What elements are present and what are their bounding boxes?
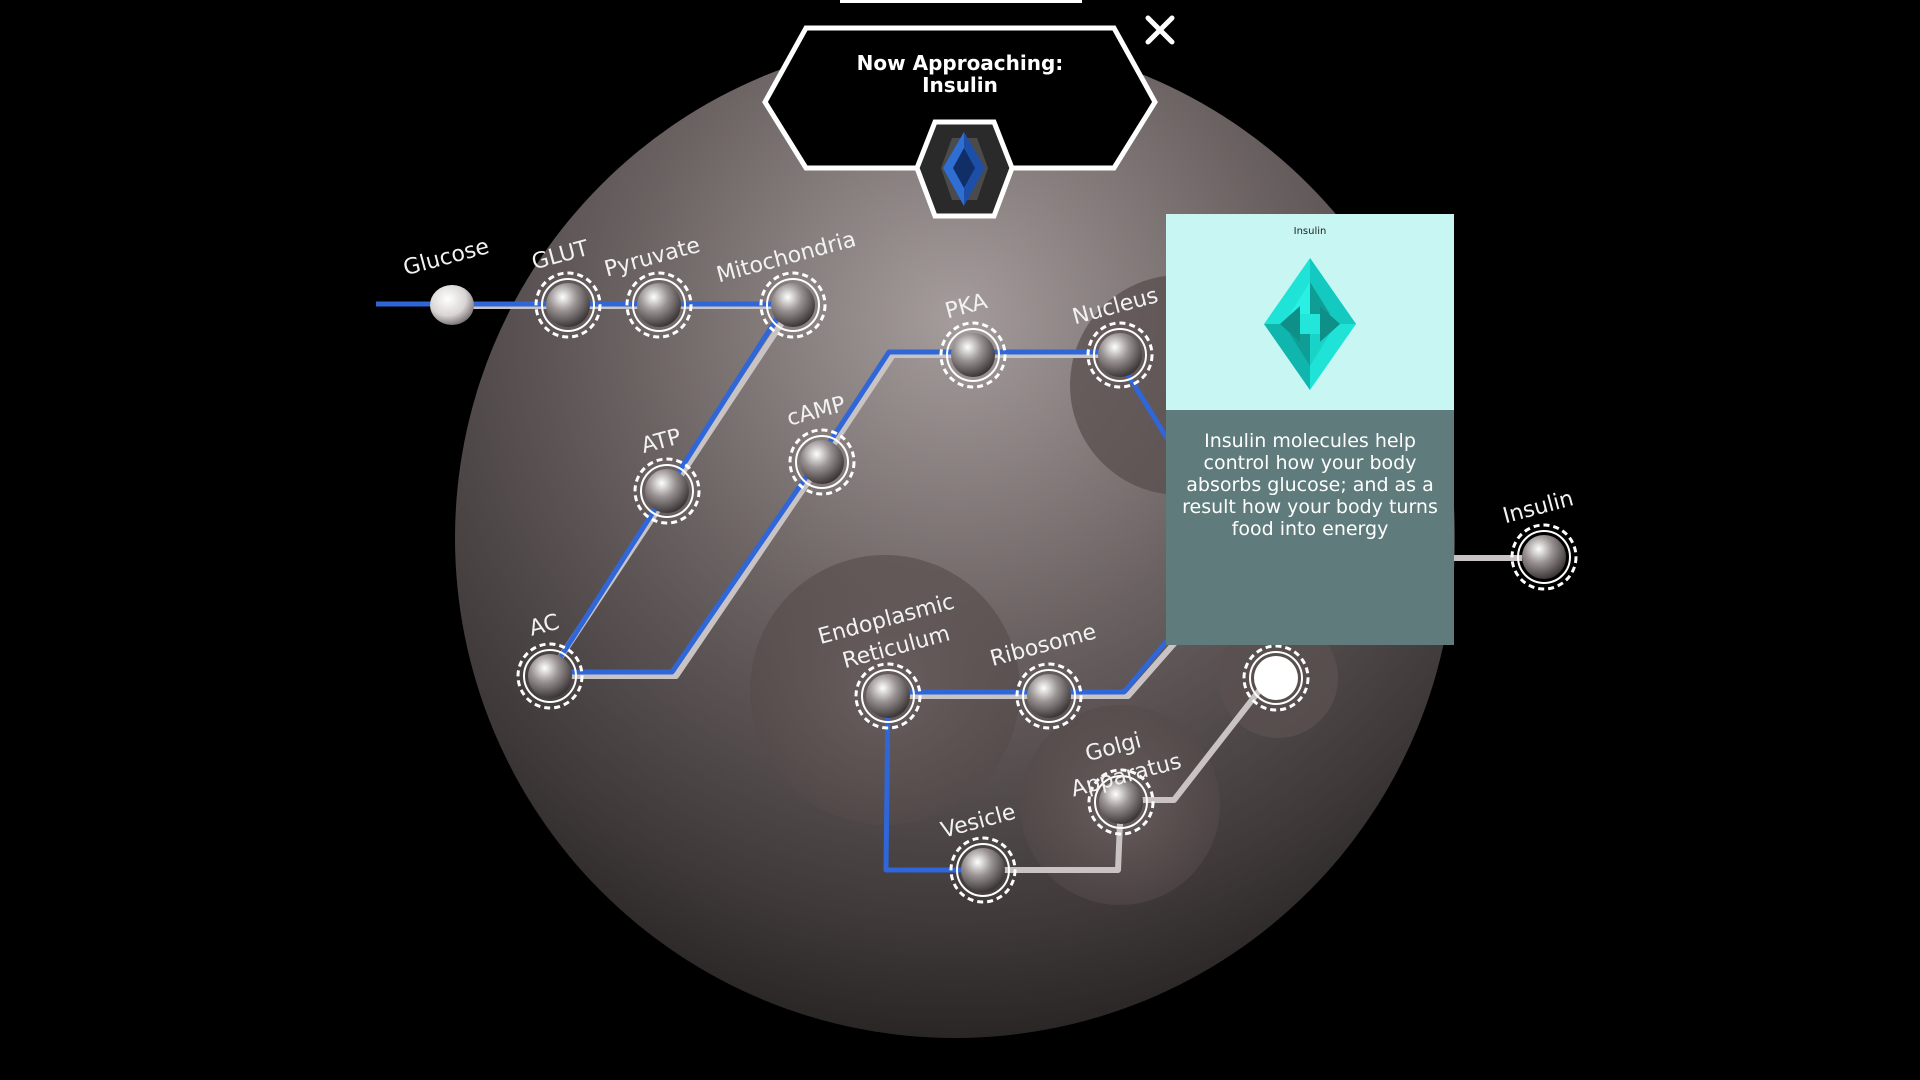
banner-title-line2: Insulin — [922, 73, 998, 97]
node-glut[interactable] — [534, 271, 602, 339]
pathway-nodes — [516, 271, 1578, 904]
info-card: Insulin Insulin molecules help control h… — [1166, 214, 1454, 645]
node-pka[interactable] — [939, 321, 1007, 389]
info-card-title: Insulin — [1293, 226, 1327, 237]
node-vesicle[interactable] — [949, 836, 1017, 904]
label-glucose: Glucose — [401, 234, 492, 281]
node-er[interactable] — [854, 662, 922, 730]
node-camp[interactable] — [788, 428, 856, 496]
node-atp[interactable] — [633, 457, 701, 525]
banner-title: Now Approaching: Insulin — [810, 52, 1110, 96]
label-insulin: Insulin — [1500, 486, 1576, 529]
close-icon — [1145, 15, 1175, 45]
node-current[interactable] — [1242, 644, 1310, 712]
close-button[interactable] — [1140, 10, 1180, 50]
banner-molecule-icon — [914, 119, 1015, 219]
info-card-description: Insulin molecules help control how your … — [1182, 430, 1438, 540]
node-insulin[interactable] — [1510, 523, 1578, 591]
info-card-header: Insulin — [1166, 214, 1454, 410]
node-ac[interactable] — [516, 642, 584, 710]
banner-title-line1: Now Approaching: — [856, 51, 1064, 75]
node-mitochondria[interactable] — [759, 271, 827, 339]
node-pyruvate[interactable] — [625, 271, 693, 339]
node-ribosome[interactable] — [1015, 662, 1083, 730]
node-golgi[interactable] — [1087, 768, 1155, 836]
insulin-crystal-icon — [1264, 258, 1356, 390]
approach-banner — [762, 0, 1158, 219]
glucose-molecule[interactable] — [430, 285, 474, 325]
node-nucleus[interactable] — [1086, 321, 1154, 389]
